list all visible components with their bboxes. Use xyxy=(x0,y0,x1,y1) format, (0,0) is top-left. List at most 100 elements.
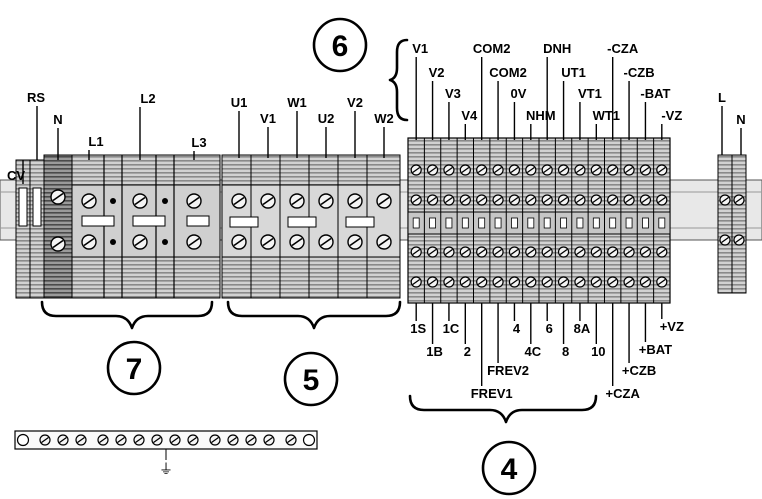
terminal-screw xyxy=(623,164,635,176)
terminal-screw xyxy=(525,194,537,206)
label-ctl-top-10: UT1 xyxy=(561,65,586,80)
label-ctl-bottom-2: 1B xyxy=(426,344,443,359)
label-ctl-top-2: V2 xyxy=(429,65,445,80)
terminal-screw xyxy=(492,164,504,176)
callout-5-number: 5 xyxy=(303,364,320,397)
ground-screw xyxy=(57,434,69,446)
terminal-screw xyxy=(426,194,439,206)
terminal-screw xyxy=(459,194,471,206)
terminal-slot xyxy=(511,217,518,229)
terminal-screw xyxy=(656,246,668,258)
terminal-screw xyxy=(541,246,553,258)
ground-screw xyxy=(75,434,87,446)
terminal-screw xyxy=(623,246,635,258)
terminal-screw xyxy=(525,276,537,288)
terminal-screw xyxy=(557,246,570,258)
terminal-screw xyxy=(607,246,619,258)
label-ctl-bottom-5: FREV1 xyxy=(471,386,513,401)
label-rs: RS xyxy=(27,90,45,105)
terminal-screw xyxy=(574,276,586,288)
label-ctl-top-9: DNH xyxy=(543,41,571,56)
neutral-terminal xyxy=(43,154,73,299)
terminal-screw xyxy=(410,246,422,258)
terminal-screw xyxy=(639,164,652,176)
terminal-screw xyxy=(557,276,570,288)
terminal-slot xyxy=(478,217,486,229)
terminal-screw xyxy=(426,246,439,258)
label-ctl-bottom-4: 2 xyxy=(464,344,471,359)
terminal-screw xyxy=(623,194,635,206)
terminal-screw xyxy=(557,164,570,176)
terminal-screw xyxy=(492,194,504,206)
terminal-screw xyxy=(639,246,652,258)
label-ctl-top-14: -CZB xyxy=(624,65,655,80)
label-right-n: N xyxy=(736,112,745,127)
label-ctl-top-7: 0V xyxy=(510,86,526,101)
terminal-screw xyxy=(426,164,439,176)
label-power-w2: W2 xyxy=(374,111,394,126)
label-ctl-top-13: -CZA xyxy=(607,41,639,56)
callout-6-number: 6 xyxy=(332,30,349,63)
terminal-screw xyxy=(492,246,504,258)
terminal-screw xyxy=(607,194,619,206)
ground-screw xyxy=(151,434,163,446)
terminal-screw xyxy=(508,164,521,176)
terminal-slot xyxy=(592,217,600,229)
label-ctl-top-6: COM2 xyxy=(489,65,527,80)
terminal-screw xyxy=(574,164,586,176)
ground-screw xyxy=(263,434,275,446)
terminal-slot xyxy=(445,217,453,229)
terminal-screw xyxy=(541,164,553,176)
mains-terminal-blocks xyxy=(71,154,221,299)
label-ctl-bottom-10: 8 xyxy=(562,344,569,359)
terminal-screw xyxy=(639,276,652,288)
terminal-slot xyxy=(543,217,551,229)
label-ctl-top-8: NHM xyxy=(526,108,556,123)
terminal-screw xyxy=(639,194,652,206)
ground-hole xyxy=(16,433,30,447)
callout-7-number: 7 xyxy=(126,353,143,386)
control-terminal-strip xyxy=(407,137,671,304)
brace-6 xyxy=(388,38,409,122)
terminal-screw xyxy=(607,164,619,176)
callout-6: 6 xyxy=(312,17,368,73)
terminal-screw xyxy=(426,276,439,288)
label-ctl-top-11: VT1 xyxy=(578,86,602,101)
ground-screw xyxy=(285,434,297,446)
terminal-screw xyxy=(541,194,553,206)
terminal-slot xyxy=(412,217,420,229)
terminal-screw xyxy=(410,194,422,206)
label-right-l: L xyxy=(718,90,726,105)
terminal-screw xyxy=(590,246,602,258)
terminal-screw xyxy=(410,164,422,176)
callout-4-number: 4 xyxy=(501,453,518,486)
terminal-screw xyxy=(443,194,455,206)
label-ctl-top-16: -VZ xyxy=(661,108,682,123)
terminal-screw xyxy=(541,276,553,288)
terminal-slot xyxy=(560,217,567,229)
terminal-slot xyxy=(625,217,633,229)
terminal-screw xyxy=(443,246,455,258)
label-n: N xyxy=(53,112,62,127)
ground-hole xyxy=(302,433,316,447)
ground-screw xyxy=(39,434,51,446)
terminal-screw xyxy=(508,276,521,288)
ground-symbol: ⏚ xyxy=(159,461,173,477)
terminal-screw xyxy=(459,246,471,258)
terminal-screw xyxy=(410,276,422,288)
label-power-u2: U2 xyxy=(318,111,335,126)
label-power-v1: V1 xyxy=(260,111,276,126)
terminal-screw xyxy=(476,164,488,176)
label-power-v2: V2 xyxy=(347,95,363,110)
label-power-u1: U1 xyxy=(231,95,248,110)
ground-screw xyxy=(245,434,257,446)
terminal-screw xyxy=(459,164,471,176)
ground-screw xyxy=(187,434,199,446)
label-ctl-bottom-12: 10 xyxy=(591,344,605,359)
label-l2: L2 xyxy=(140,91,155,106)
label-ctl-bottom-13: +CZA xyxy=(606,386,641,401)
terminal-screw xyxy=(590,164,602,176)
terminal-screw xyxy=(656,194,668,206)
ground-screw xyxy=(227,434,239,446)
terminal-screw xyxy=(476,194,488,206)
